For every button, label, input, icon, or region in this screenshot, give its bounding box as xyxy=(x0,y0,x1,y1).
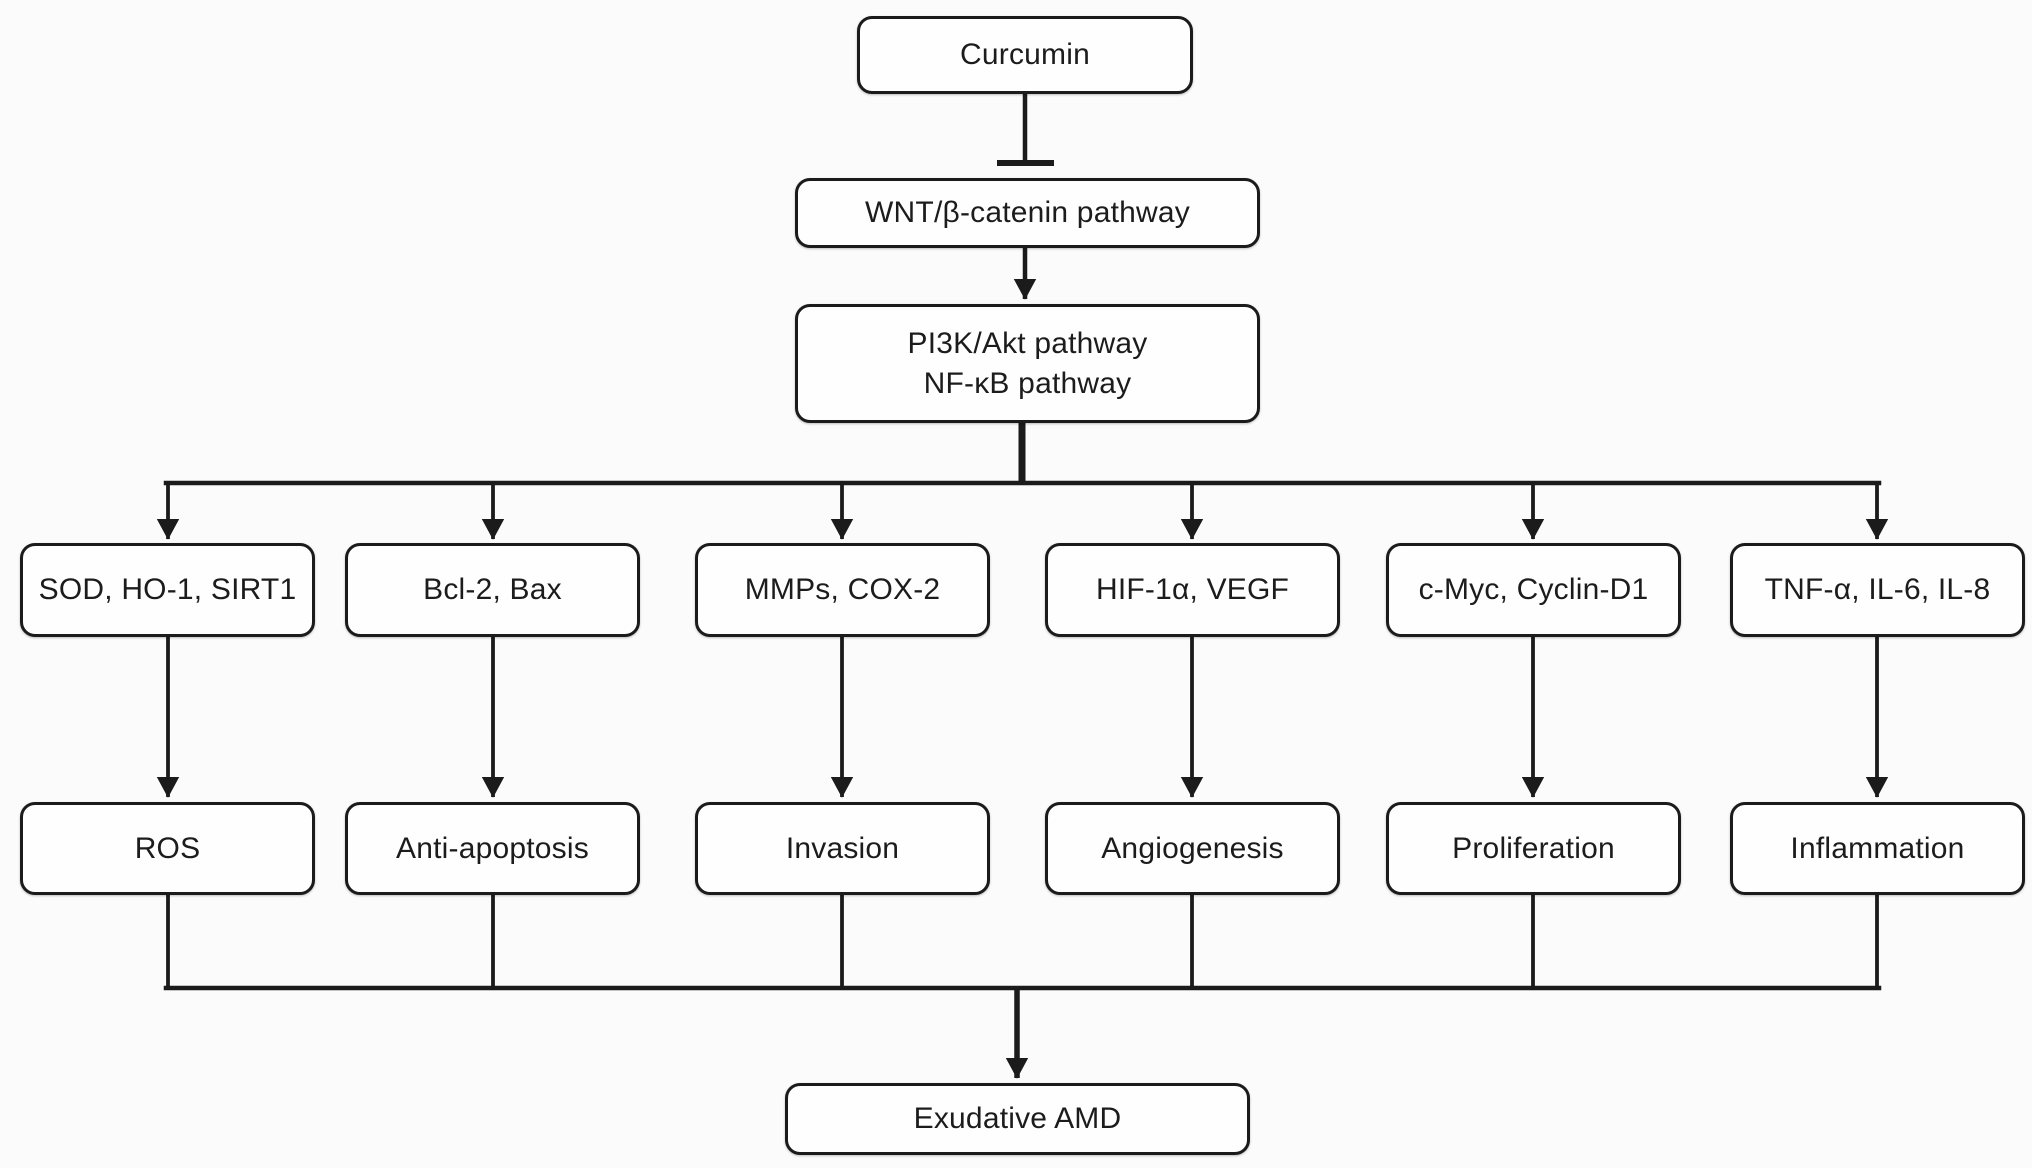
node-mediator-label: SOD, HO-1, SIRT1 xyxy=(38,573,297,607)
node-process-inflammation: Inflammation xyxy=(1730,802,2025,895)
arrows-mediators-to-processes xyxy=(156,637,1889,798)
node-mediator-tnfa-il6-il8: TNF-α, IL-6, IL-8 xyxy=(1730,543,2025,637)
node-pi3k-nfkb-labels: PI3K/Akt pathway NF-κB pathway xyxy=(908,324,1148,403)
lines-processes-to-convergence xyxy=(166,893,1879,990)
node-mediator-sod-ho1-sirt1: SOD, HO-1, SIRT1 xyxy=(20,543,315,637)
node-mediator-label: Bcl-2, Bax xyxy=(423,573,562,607)
node-nfkb-label: NF-κB pathway xyxy=(923,366,1132,400)
node-exudative-amd: Exudative AMD xyxy=(785,1083,1250,1155)
node-process-proliferation: Proliferation xyxy=(1386,802,1681,895)
node-mediator-mmps-cox2: MMPs, COX-2 xyxy=(695,543,990,637)
node-process-angiogenesis: Angiogenesis xyxy=(1045,802,1340,895)
node-pi3k-label: PI3K/Akt pathway xyxy=(907,326,1148,360)
node-process-label: Inflammation xyxy=(1790,831,1965,865)
inhibition-connector-curcumin-wnt xyxy=(997,91,1054,166)
node-mediator-label: MMPs, COX-2 xyxy=(744,573,941,607)
node-exudative-amd-label: Exudative AMD xyxy=(913,1102,1122,1136)
node-process-label: Angiogenesis xyxy=(1101,831,1284,865)
node-mediator-label: TNF-α, IL-6, IL-8 xyxy=(1764,573,1991,607)
node-process-label: ROS xyxy=(134,831,201,865)
node-wnt-pathway: WNT/β-catenin pathway xyxy=(795,178,1260,248)
node-process-label: Proliferation xyxy=(1452,831,1615,865)
node-mediator-label: HIF-1α, VEGF xyxy=(1095,573,1290,607)
node-wnt-pathway-label: WNT/β-catenin pathway xyxy=(865,196,1190,230)
node-curcumin-label: Curcumin xyxy=(960,38,1090,72)
node-process-ros: ROS xyxy=(20,802,315,895)
node-mediator-label: c-Myc, Cyclin-D1 xyxy=(1418,573,1649,607)
node-process-label: Anti-apoptosis xyxy=(396,831,589,865)
node-curcumin: Curcumin xyxy=(857,16,1193,94)
node-mediator-hif1a-vegf: HIF-1α, VEGF xyxy=(1045,543,1340,637)
arrows-branches-to-mediators xyxy=(156,483,1889,540)
node-process-anti-apoptosis: Anti-apoptosis xyxy=(345,802,640,895)
node-process-label: Invasion xyxy=(785,831,900,865)
node-process-invasion: Invasion xyxy=(695,802,990,895)
node-mediator-cmyc-cyclind1: c-Myc, Cyclin-D1 xyxy=(1386,543,1681,637)
node-mediator-bcl2-bax: Bcl-2, Bax xyxy=(345,543,640,637)
node-pi3k-nfkb-pathway: PI3K/Akt pathway NF-κB pathway xyxy=(795,304,1260,423)
